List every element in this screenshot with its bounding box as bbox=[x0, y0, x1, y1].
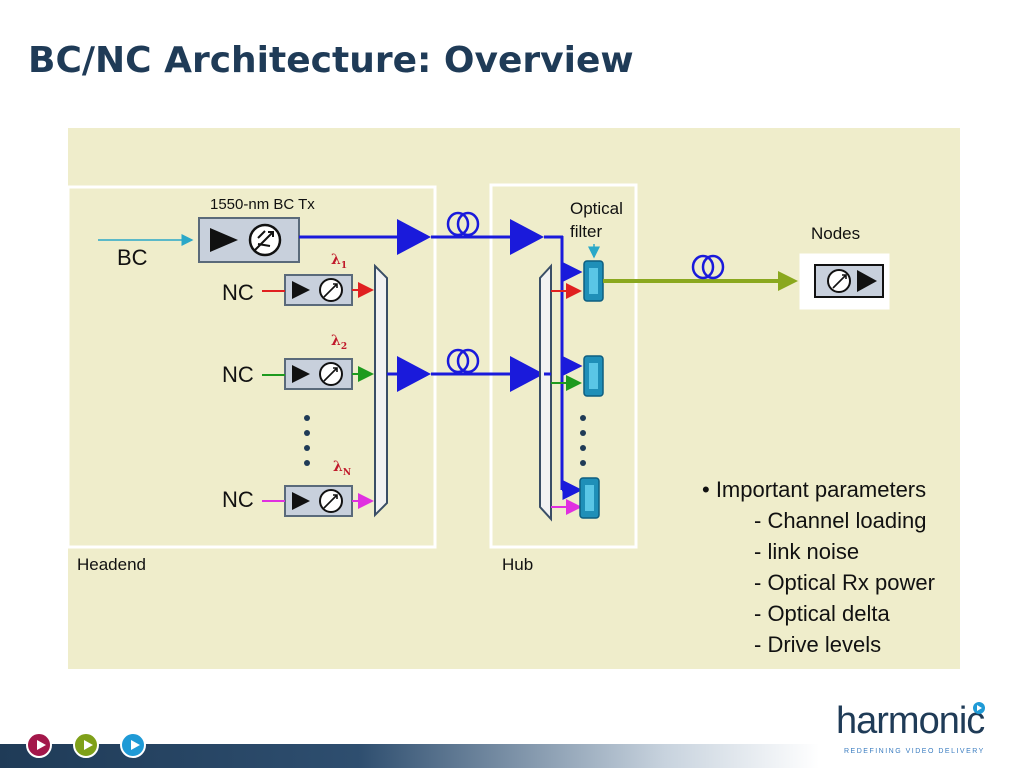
logo-tagline: REDEFINING VIDEO DELIVERY bbox=[844, 748, 985, 755]
fiber-spool-output bbox=[691, 254, 725, 280]
node-receiver bbox=[814, 264, 884, 298]
headend-mux bbox=[374, 263, 388, 518]
fiber-spool-1 bbox=[446, 211, 480, 237]
headend-ellipsis-dots bbox=[304, 415, 310, 466]
parameter-item: - Drive levels bbox=[754, 632, 882, 657]
hub-amplifier-2 bbox=[510, 356, 544, 392]
parameters-heading: • Important parameters bbox=[702, 477, 927, 502]
hub-demux bbox=[539, 263, 552, 522]
hub-box bbox=[489, 183, 638, 549]
footer-bar bbox=[0, 744, 1024, 768]
parameters-list: • Important parameters - Channel loading… bbox=[702, 474, 935, 660]
parameter-item: - link noise bbox=[754, 539, 860, 564]
nodes-label: Nodes bbox=[811, 224, 861, 243]
parameter-item: - Optical Rx power bbox=[754, 570, 935, 595]
nc-label-1: NC bbox=[222, 280, 254, 305]
nc-transmitter-1 bbox=[284, 274, 353, 306]
amplifier-1 bbox=[397, 219, 431, 255]
optical-filter-label: Optical filter bbox=[570, 199, 623, 241]
nc-transmitter-2 bbox=[284, 358, 353, 390]
lambda-1-label: λ1 bbox=[331, 252, 348, 271]
nc-label-2: NC bbox=[222, 362, 254, 387]
optical-filter-n bbox=[579, 477, 600, 519]
optical-filter-2 bbox=[583, 355, 604, 397]
parameter-item: - Channel loading bbox=[754, 508, 927, 533]
parameter-item: - Optical delta bbox=[754, 601, 890, 626]
hub-ellipsis-dots bbox=[580, 415, 586, 466]
play-red-button[interactable] bbox=[26, 732, 52, 758]
bc-label: BC bbox=[117, 245, 148, 270]
bc-transmitter bbox=[198, 217, 300, 263]
hub-amplifier-1 bbox=[510, 219, 544, 255]
amplifier-2 bbox=[397, 356, 431, 392]
output-arrowhead bbox=[778, 271, 798, 291]
headend-label: Headend bbox=[77, 555, 147, 574]
nc-label-n: NC bbox=[222, 487, 254, 512]
headend-box bbox=[66, 185, 437, 549]
fiber-spool-2 bbox=[446, 348, 480, 374]
lambda-2-label: λ2 bbox=[331, 333, 348, 352]
play-blue-button[interactable] bbox=[120, 732, 146, 758]
logo-wordmark: harmonic bbox=[836, 700, 985, 742]
hub-label: Hub bbox=[502, 555, 534, 574]
bc-tx-label: 1550-nm BC Tx bbox=[210, 196, 315, 213]
play-green-button[interactable] bbox=[73, 732, 99, 758]
logo-play-icon bbox=[973, 702, 985, 714]
optical-filter-1 bbox=[583, 260, 604, 302]
slide-title: BC/NC Architecture: Overview bbox=[28, 40, 634, 81]
lambda-n-label: λN bbox=[333, 459, 352, 478]
nc-transmitter-n bbox=[284, 485, 353, 517]
harmonic-logo: harmonic REDEFINING VIDEO DELIVERY bbox=[836, 700, 1006, 762]
